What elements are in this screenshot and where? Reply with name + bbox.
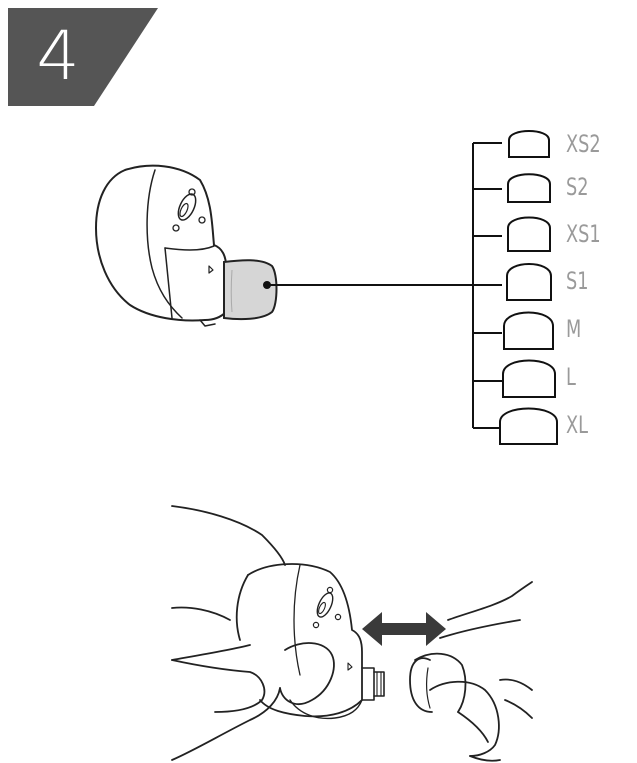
size-label-xs2: XS2 bbox=[566, 130, 601, 158]
ear-tip-icon-xs1 bbox=[507, 216, 551, 252]
size-label-xs1: XS1 bbox=[566, 220, 601, 248]
ear-tip-sizes bbox=[499, 130, 558, 445]
size-bracket bbox=[472, 142, 502, 429]
ear-tip-icon-s2 bbox=[507, 173, 551, 203]
earbud-icon bbox=[95, 164, 227, 327]
ear-tip-icon bbox=[223, 259, 278, 321]
ear-tip-icon-xl bbox=[499, 407, 558, 445]
size-label-xl: XL bbox=[566, 411, 588, 439]
ear-tip-icon-m bbox=[503, 311, 554, 350]
ear-tip-icon-l bbox=[502, 359, 556, 398]
size-label-l: L bbox=[566, 363, 576, 391]
double-arrow-icon bbox=[362, 612, 446, 646]
size-label-s2: S2 bbox=[566, 173, 589, 201]
hands-icon bbox=[171, 505, 533, 762]
pointer-line bbox=[263, 281, 473, 289]
size-label-m: M bbox=[566, 315, 582, 343]
size-label-s1: S1 bbox=[566, 267, 589, 295]
step-badge-shape bbox=[8, 8, 158, 106]
ear-tip-icon-s1 bbox=[506, 263, 552, 301]
ear-tip-icon-xs2 bbox=[508, 130, 550, 158]
step-badge: 4 bbox=[8, 8, 158, 106]
step-number: 4 bbox=[36, 17, 80, 96]
